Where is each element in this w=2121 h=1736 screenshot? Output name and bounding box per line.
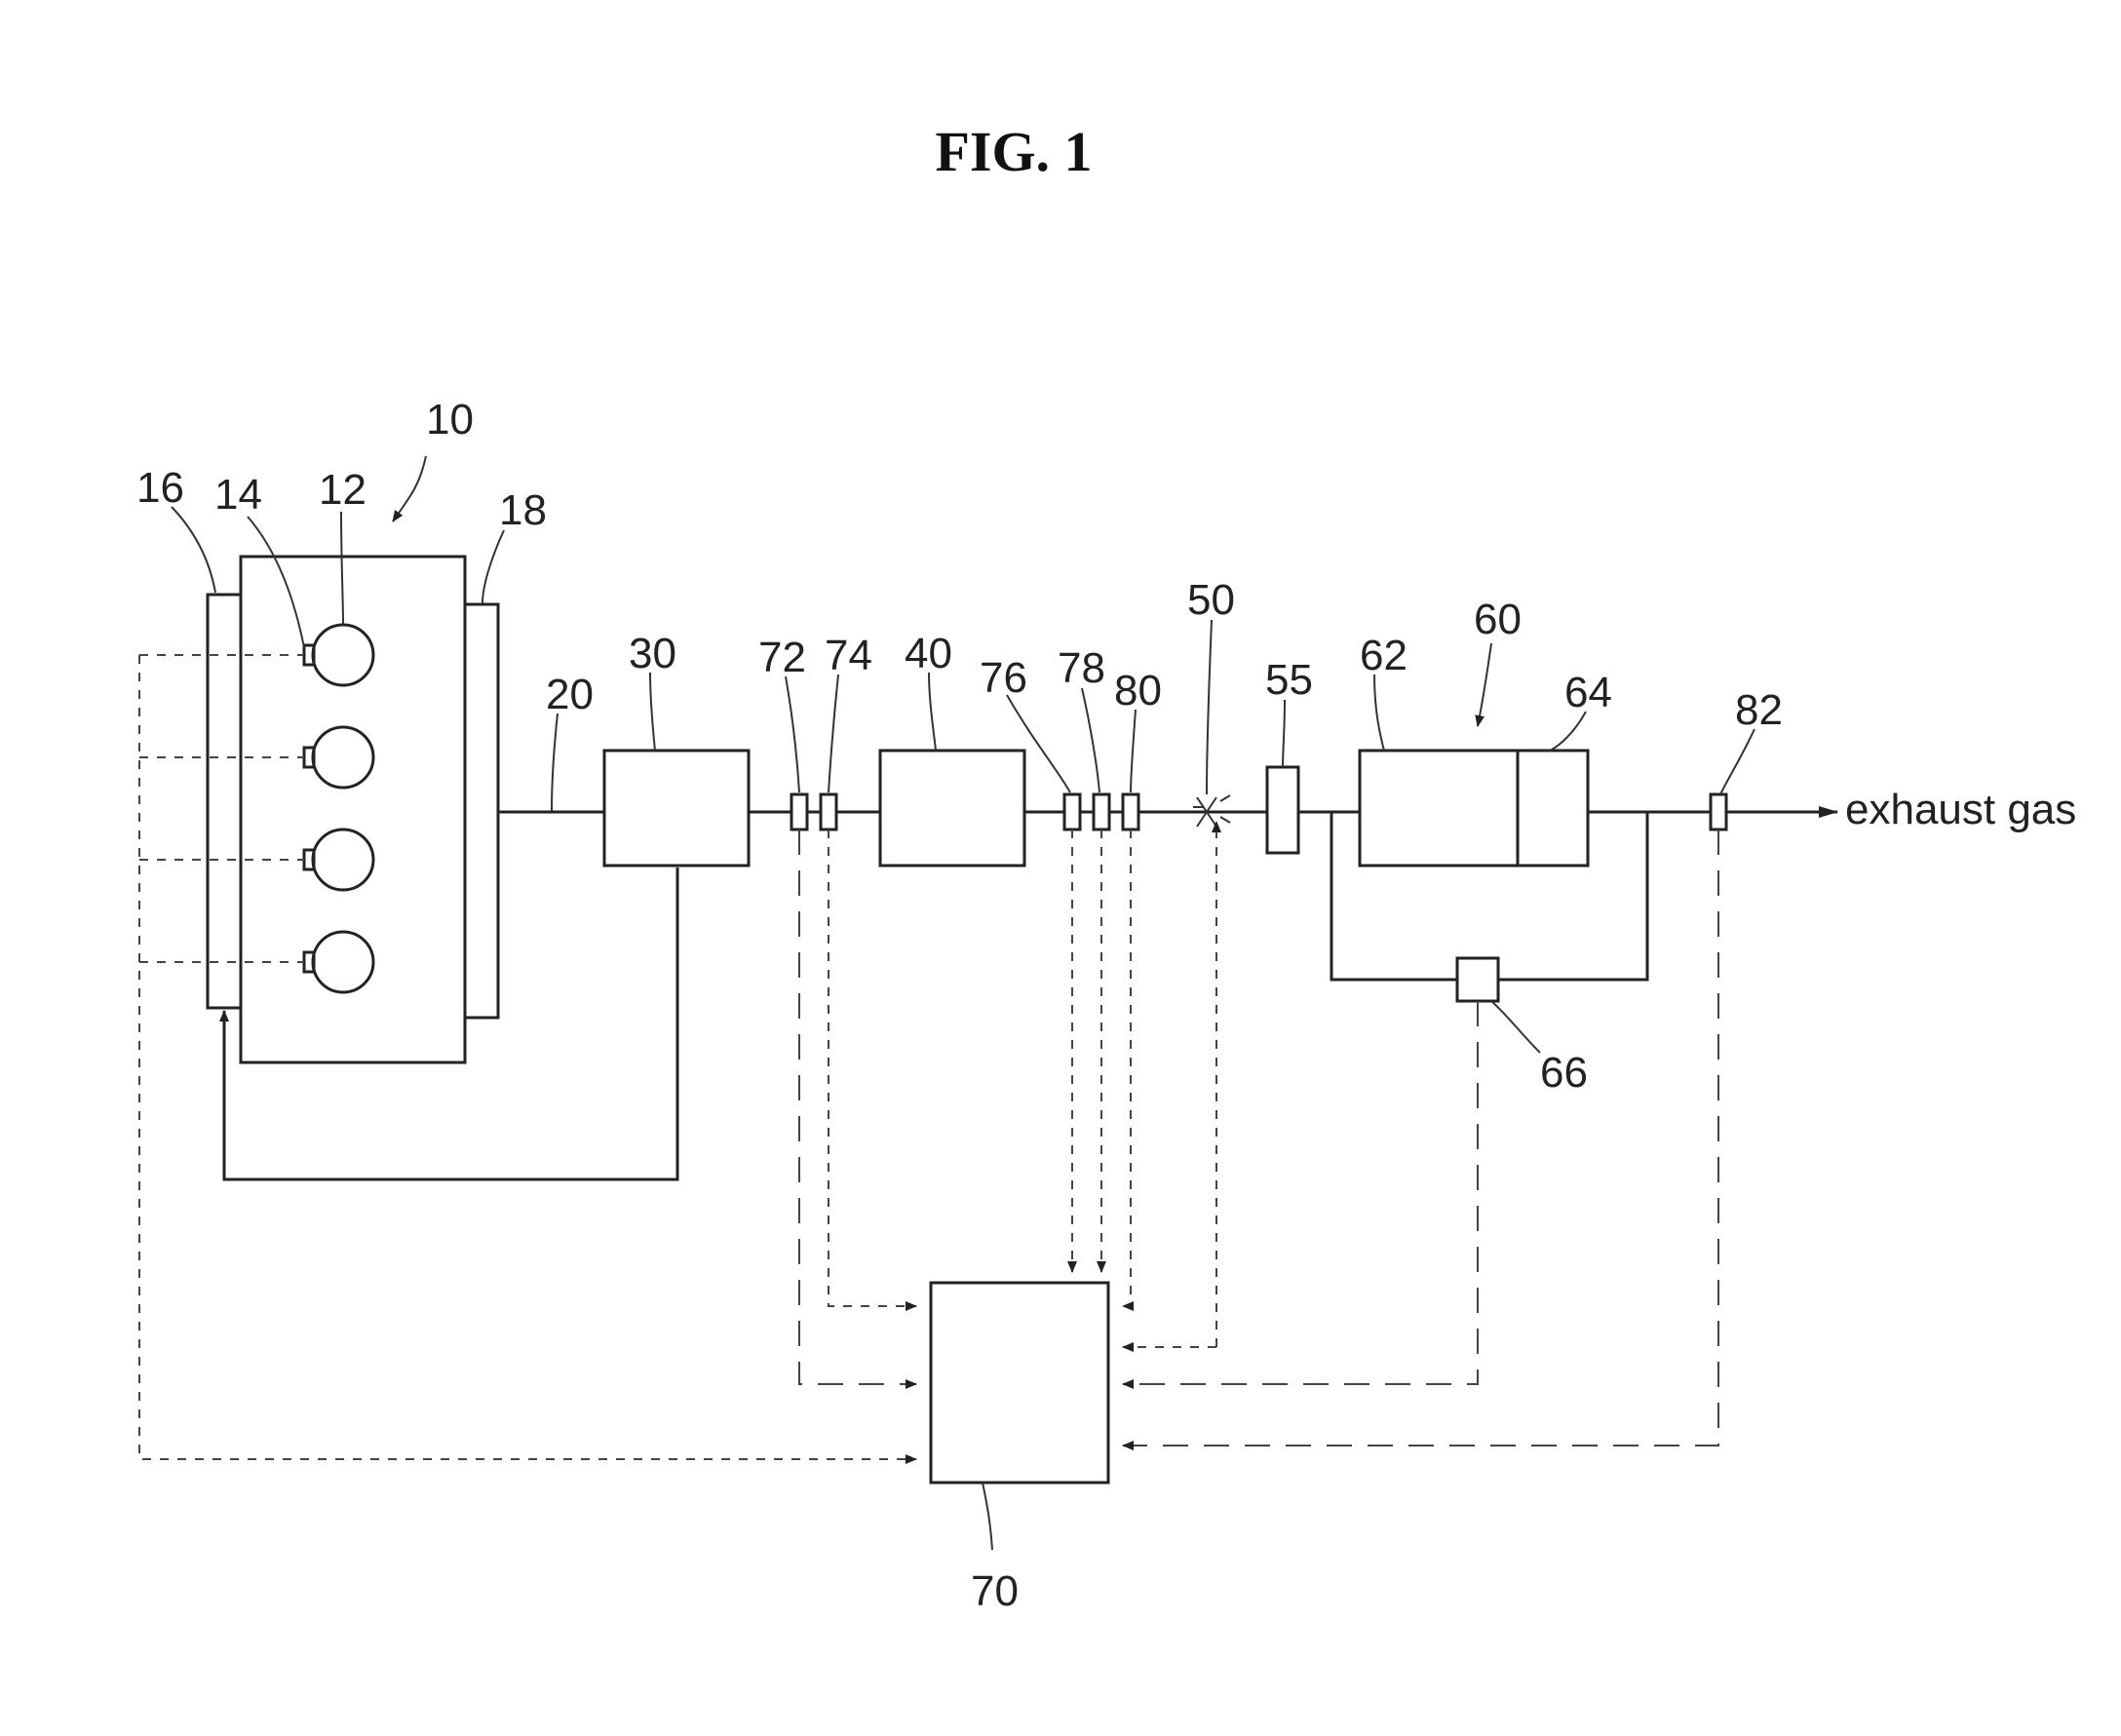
ref-30: 30 [629,630,676,677]
ref-12: 12 [319,466,366,514]
ref-74: 74 [825,632,872,679]
engine [208,557,498,1062]
signal-72 [799,829,916,1384]
ref-66: 66 [1540,1049,1588,1097]
ref-62: 62 [1360,632,1408,679]
turbocharger-30 [604,751,749,866]
sensor-80 [1123,794,1138,829]
mixer-55 [1267,767,1298,853]
filter-62 [1360,751,1518,866]
figure-title: FIG. 1 [935,120,1092,183]
ref-82: 82 [1735,686,1783,734]
ref-40: 40 [905,630,952,677]
signal-80 [1123,829,1131,1306]
catalyst-40 [880,751,1024,866]
ref-80: 80 [1114,667,1162,714]
ref-76: 76 [980,654,1027,702]
sensor-78 [1094,794,1109,829]
ref-14: 14 [214,471,262,519]
cylinder [304,829,373,890]
ref-70: 70 [971,1567,1019,1615]
exhaust-gas-label: exhaust gas [1845,786,2076,833]
signal-82 [1123,829,1718,1446]
egr-line [224,868,677,1179]
pressure-sensor-66 [1457,958,1498,1001]
signal-66 [1123,1001,1478,1384]
ref-55: 55 [1265,656,1313,704]
ref-16: 16 [136,464,184,512]
filter-64 [1518,751,1588,866]
sensor-72 [791,794,807,829]
bypass-line [1331,812,1457,980]
ref-18: 18 [499,486,547,534]
ref-72: 72 [758,634,806,681]
sensor-76 [1064,794,1080,829]
ref-60: 60 [1474,596,1522,643]
sensor-82 [1711,794,1726,829]
controller-70 [931,1283,1108,1483]
cylinder [304,625,373,685]
ref-64: 64 [1564,669,1612,716]
sensor-74 [821,794,836,829]
ref-20: 20 [546,671,594,718]
signal-74 [829,829,916,1306]
engine-block [241,557,465,1062]
exhaust-manifold [465,604,498,1018]
cylinder [304,932,373,992]
intake-manifold [208,595,241,1008]
cylinder [304,727,373,788]
ref-78: 78 [1058,644,1105,692]
ref-10: 10 [426,396,474,444]
ref-50: 50 [1187,576,1235,624]
